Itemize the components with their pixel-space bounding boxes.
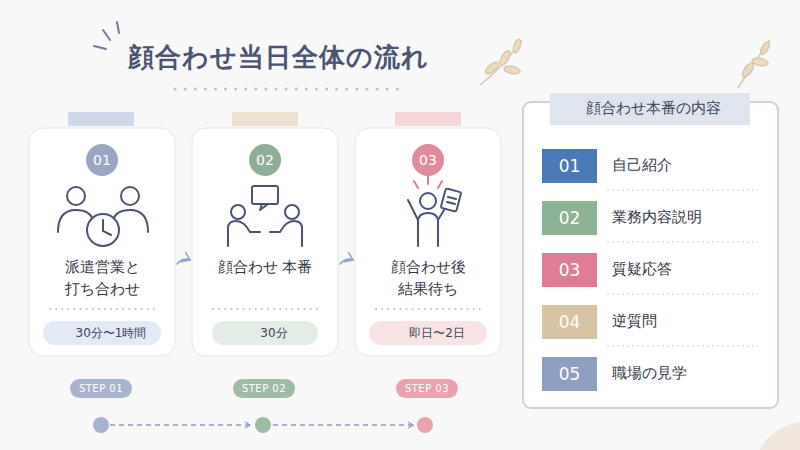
item-label: 業務内容説明 (612, 208, 702, 227)
step-name: 派遣営業と 打ち合わせ (47, 256, 157, 300)
step-label: STEP 03 (405, 383, 449, 394)
card-grounds (29, 102, 778, 408)
item-label: 質疑応答 (612, 260, 672, 279)
step-tag: STEP 02 (233, 379, 295, 398)
step-name: 顔合わせ 本番 (210, 256, 320, 278)
tape (232, 112, 298, 126)
title-dots (175, 88, 405, 91)
step-name: 顔合わせ後 結果待ち (373, 256, 483, 300)
item-number: 05 (542, 357, 597, 391)
flow-arrow (177, 259, 190, 264)
step-card: 01 派遣営業と 打ち合わせ 30分〜1時間 (29, 128, 175, 356)
content-row: 04 逆質問 (542, 304, 767, 340)
item-label: 逆質問 (612, 312, 657, 331)
item-label: 職場の見学 (612, 364, 687, 383)
time-pill: 30分〜1時間 (43, 321, 161, 345)
interview-icon (228, 186, 302, 246)
item-label: 自己紹介 (612, 156, 672, 175)
panel-heading: 顔合わせ本番の内容 (523, 99, 784, 118)
result-icon (408, 176, 461, 246)
flow-arrow (340, 259, 353, 264)
content-panel: 顔合わせ本番の内容 01 自己紹介 02 業務内容説明 03 質疑応答 04 逆質問 05 職場の見… (523, 93, 784, 408)
tape (68, 112, 134, 126)
item-number: 04 (542, 305, 597, 339)
time-pill: 30分 (212, 321, 318, 345)
content-row: 02 業務内容説明 (542, 200, 767, 236)
leaf-decoration (480, 38, 771, 88)
step-label: STEP 02 (242, 383, 286, 394)
step-number: 03 (412, 144, 444, 176)
duration: 30分〜1時間 (76, 325, 147, 342)
card-dots (50, 308, 481, 310)
duration: 30分 (260, 325, 287, 342)
step-tag: STEP 01 (70, 379, 132, 398)
item-number: 01 (542, 149, 597, 183)
step-label: STEP 01 (79, 383, 123, 394)
list-dots (607, 190, 758, 346)
timeline (93, 417, 433, 433)
step-tag: STEP 03 (396, 379, 458, 398)
content-row: 05 職場の見学 (542, 356, 767, 392)
duration: 即日〜2日 (409, 325, 465, 342)
content-row: 01 自己紹介 (542, 148, 767, 184)
step-number: 02 (249, 144, 281, 176)
title-sparkle (94, 22, 119, 49)
item-number: 03 (542, 253, 597, 287)
item-number: 02 (542, 201, 597, 235)
step-card: 03 顔合わせ後 結果待ち即日〜2日 (355, 128, 501, 356)
time-pill: 即日〜2日 (369, 321, 487, 345)
tape (395, 112, 461, 126)
meeting-icon (58, 187, 148, 246)
content-row: 03 質疑応答 (542, 252, 767, 288)
step-number: 01 (86, 144, 118, 176)
corner-shape (760, 422, 800, 450)
title: 顔合わせ当日全体の流れ (128, 40, 429, 75)
step-card: 02 顔合わせ 本番 30分 (192, 128, 338, 356)
